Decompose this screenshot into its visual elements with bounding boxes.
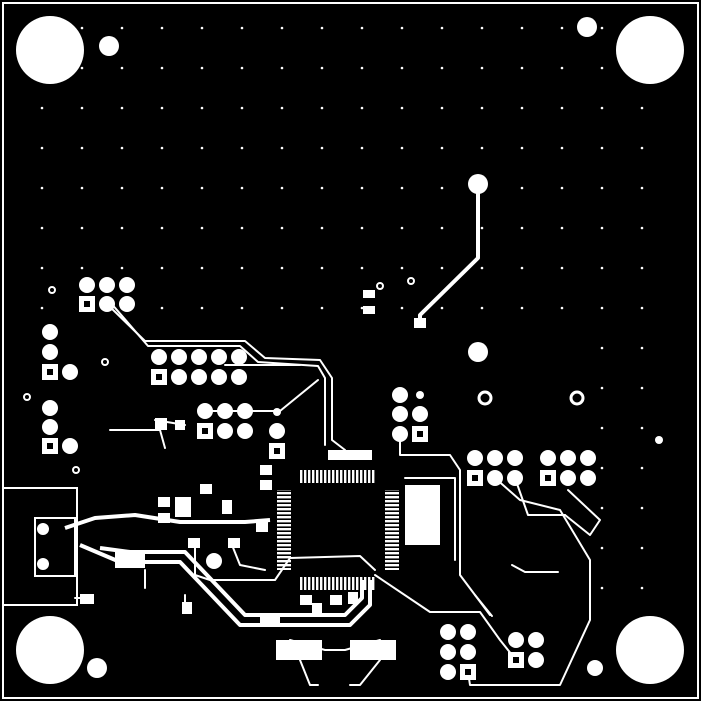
trace-bus (64, 513, 271, 530)
via-ring (101, 358, 109, 366)
header-j4 (42, 400, 78, 454)
trace (399, 439, 491, 616)
mounting-hole (616, 16, 684, 84)
via-ring (72, 466, 80, 474)
mounting-hole (616, 616, 684, 684)
via (587, 660, 603, 676)
header-j2 (151, 349, 247, 385)
trace (511, 564, 559, 573)
edge-connector (2, 487, 78, 606)
header-j10 (440, 624, 476, 680)
trace (109, 301, 326, 446)
via (206, 553, 222, 569)
via (99, 36, 119, 56)
ic-pins-top (300, 470, 376, 483)
header-j11 (508, 632, 544, 668)
smd-components (80, 290, 440, 660)
ic-pins-left (277, 490, 291, 570)
header-j8 (467, 450, 523, 486)
ic-main-qfp (277, 470, 399, 590)
header-j7 (392, 387, 428, 442)
via-ring (569, 390, 585, 406)
via-ring (477, 390, 493, 406)
trace (106, 303, 346, 451)
header-j6 (269, 408, 285, 459)
via-field (20, 20, 680, 340)
header-j1 (79, 277, 135, 312)
header-j9 (540, 450, 596, 486)
ic-pins-bottom (300, 577, 376, 590)
mounting-hole (16, 616, 84, 684)
via (655, 436, 663, 444)
trace (374, 574, 517, 661)
large-vias (23, 17, 663, 678)
trace (474, 594, 493, 617)
trace (194, 539, 376, 581)
trace (467, 477, 591, 686)
header-j3 (42, 324, 78, 380)
trace (404, 477, 456, 561)
trace (349, 659, 381, 686)
mounting-holes (16, 16, 684, 684)
trace (514, 477, 566, 516)
ic-pins-right (385, 490, 399, 570)
trace (299, 659, 319, 686)
mounting-hole (16, 16, 84, 84)
via (577, 17, 597, 37)
trace (229, 539, 266, 571)
header-j5 (197, 403, 253, 439)
via (468, 342, 488, 362)
trace (564, 489, 601, 536)
via-ring (48, 286, 56, 294)
via-ring (407, 277, 415, 285)
via (87, 658, 107, 678)
via-field-right (600, 340, 680, 600)
via-ring (23, 393, 31, 401)
via-ring (376, 282, 384, 290)
pads (42, 277, 596, 680)
